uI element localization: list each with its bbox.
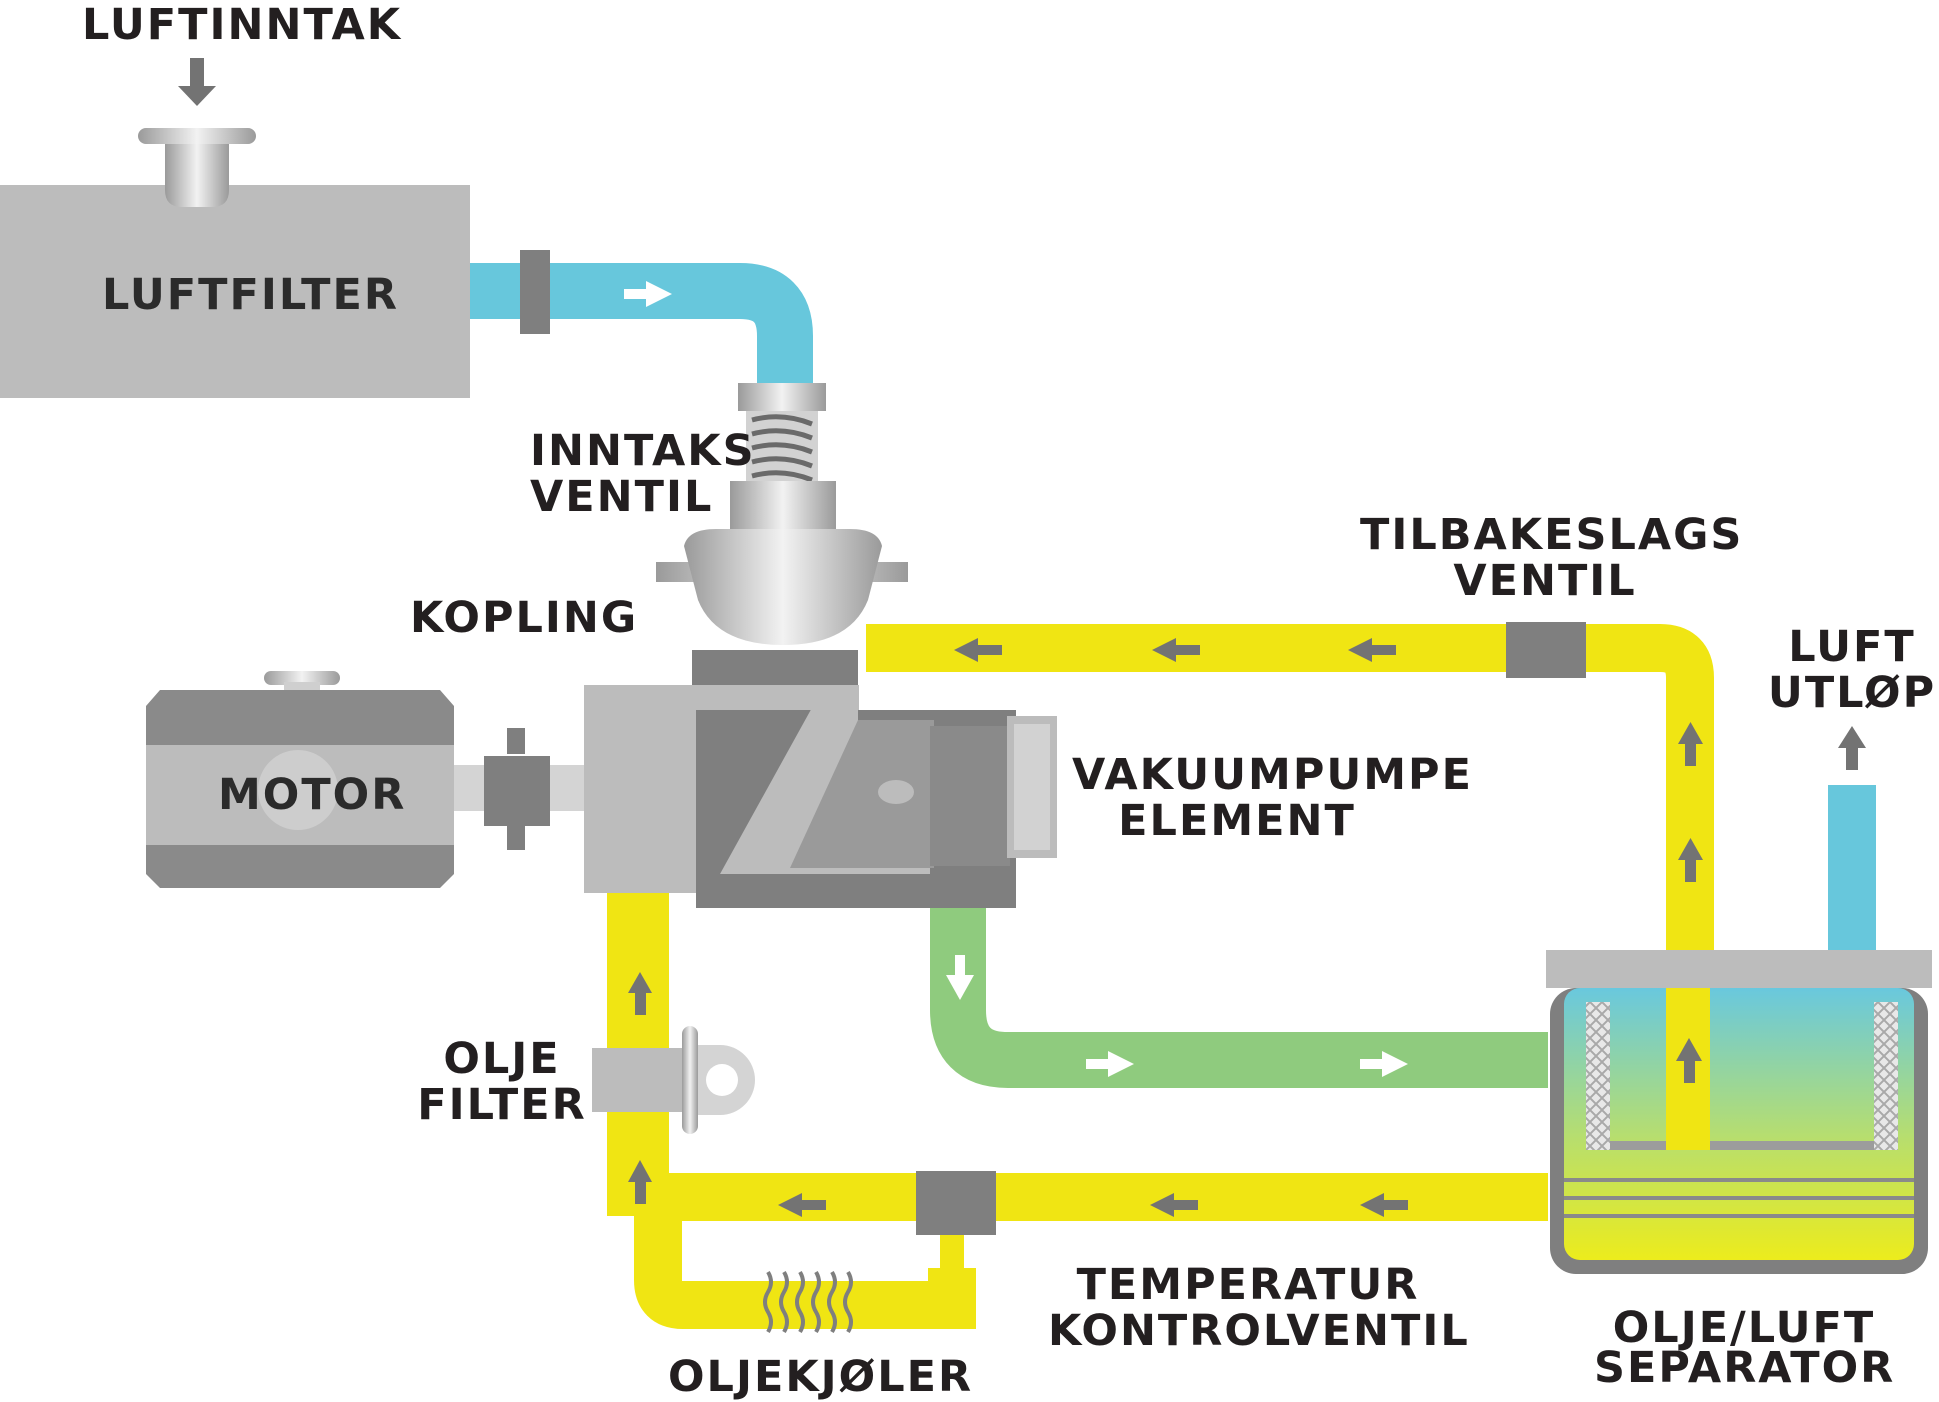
intake-valve — [656, 383, 908, 645]
label-intake-valve: INNTAKS VENTIL — [530, 428, 756, 520]
label-air-outlet-line1: LUFT — [1788, 622, 1916, 672]
flow-arrows-up-left — [628, 972, 652, 1204]
label-pump-element-line1: VAKUUMPUMPE — [1072, 750, 1473, 800]
flow-arrow-right-icon — [624, 281, 672, 307]
oil-filter — [592, 1026, 755, 1134]
label-coupling: KOPLING — [410, 593, 639, 643]
label-temperature-valve-line2: KONTROLVENTIL — [1048, 1306, 1470, 1356]
label-separator: OLJE/LUFT SEPARATOR — [1594, 1303, 1896, 1393]
label-motor: MOTOR — [218, 770, 407, 820]
label-separator-line1: OLJE/LUFT — [1612, 1303, 1876, 1353]
temperature-valve-block — [916, 1171, 996, 1235]
shaft-coupling — [454, 728, 584, 850]
label-air-intake: LUFTINNTAK — [82, 0, 403, 50]
label-check-valve-line1: TILBAKESLAGS — [1360, 510, 1744, 560]
oil-air-mix-pipe — [930, 900, 1548, 1088]
pipe-flange — [520, 250, 550, 334]
label-intake-valve-line2: VENTIL — [530, 472, 714, 522]
label-air-outlet-line2: UTLØP — [1767, 668, 1937, 718]
air-outlet-pipe — [1828, 785, 1876, 953]
flow-arrows-oil-supply — [778, 1193, 1408, 1217]
vacuum-pump-housing — [584, 650, 1057, 908]
oil-return-pipe-top — [866, 624, 1714, 1130]
air-intake-arrow-icon — [178, 58, 216, 106]
label-oil-filter-line1: OLJE — [443, 1034, 561, 1084]
air-outlet-arrow-icon — [1838, 726, 1866, 770]
flow-arrows-oil-return — [954, 638, 1396, 662]
oil-air-separator — [1546, 950, 1932, 1274]
label-temperature-valve-line1: TEMPERATUR — [1076, 1260, 1420, 1310]
label-air-filter: LUFTFILTER — [102, 270, 399, 320]
flow-arrow-down-icon — [946, 955, 974, 1000]
label-oil-cooler: OLJEKJØLER — [668, 1352, 974, 1402]
label-air-outlet: LUFT UTLØP — [1762, 624, 1939, 716]
air-intake-pipe — [470, 263, 813, 390]
flow-arrows-up-right — [1676, 722, 1703, 1083]
label-pump-element-line2: ELEMENT — [1118, 796, 1356, 846]
check-valve-block — [1506, 622, 1586, 678]
label-check-valve-line2: VENTIL — [1453, 556, 1637, 606]
label-temperature-valve: TEMPERATUR KONTROLVENTIL — [1048, 1260, 1470, 1356]
air-filter-intake-cap — [138, 128, 256, 207]
oil-cooler-coils — [763, 1270, 853, 1334]
oil-cooler-loop — [634, 1180, 976, 1329]
motor — [146, 671, 454, 888]
flow-arrows-mix — [1086, 1051, 1408, 1077]
air-filter-box — [0, 185, 470, 398]
label-separator-line2: SEPARATOR — [1594, 1343, 1896, 1393]
label-oil-filter: OLJE FILTER — [412, 1036, 592, 1128]
label-pump-element: VAKUUMPUMPE ELEMENT — [1072, 750, 1473, 846]
label-intake-valve-line1: INNTAKS — [530, 426, 756, 476]
label-check-valve: TILBAKESLAGS VENTIL — [1360, 510, 1744, 606]
label-oil-filter-line2: FILTER — [417, 1080, 587, 1130]
